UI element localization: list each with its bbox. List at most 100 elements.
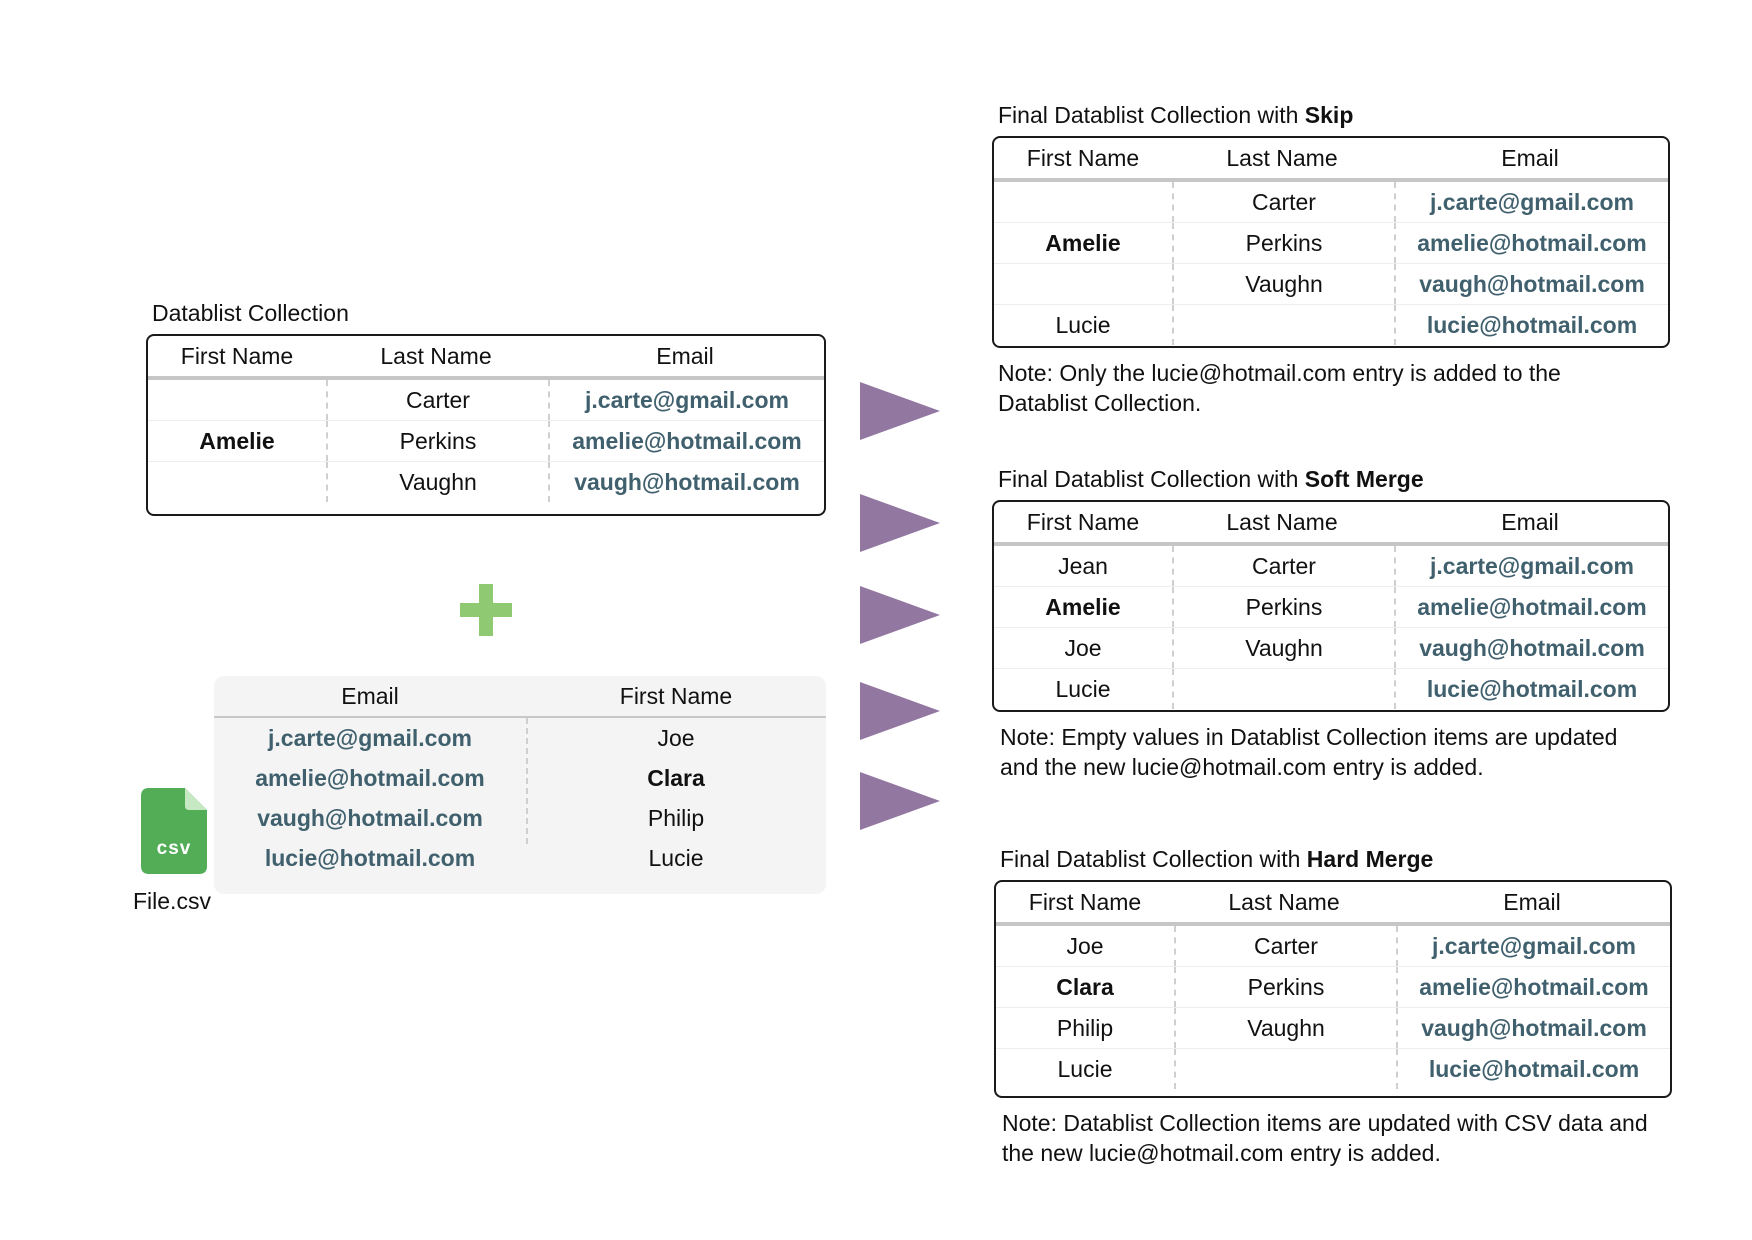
table-row: lucie@hotmail.com Lucie (214, 838, 826, 878)
arrow-icon (860, 494, 940, 552)
column-divider (526, 718, 528, 844)
header-first-name: First Name (1026, 144, 1140, 171)
cell-first-name: Clara (996, 967, 1176, 1007)
note-line: Datablist Collection. (998, 390, 1202, 416)
arrow-icon (860, 682, 940, 740)
header-last-name: Last Name (1226, 508, 1338, 535)
table-header: First Name Last Name Email (994, 502, 1668, 546)
cell-email: amelie@hotmail.com (1417, 593, 1647, 620)
cell-first-name: Joe (994, 628, 1174, 668)
cell-first-name: Amelie (148, 421, 328, 461)
cell-email: j.carte@gmail.com (585, 386, 789, 413)
header-email: Email (1501, 144, 1559, 171)
csv-icon-label: csv (156, 838, 192, 859)
cell-email: vaugh@hotmail.com (257, 804, 483, 831)
cell-last-name: Carter (1176, 926, 1398, 966)
table-row: vaugh@hotmail.com Philip (214, 798, 826, 838)
cell-last-name: Carter (328, 380, 550, 420)
cell-last-name (1174, 669, 1396, 709)
note-line: Note: Only the lucie@hotmail.com entry i… (998, 360, 1561, 386)
table-header: First Name Last Name Email (148, 336, 824, 380)
caption-prefix: Final Datablist Collection with (998, 102, 1305, 128)
note-line: the new lucie@hotmail.com entry is added… (1002, 1140, 1441, 1166)
cell-first-name: Lucie (648, 844, 704, 871)
cell-email: j.carte@gmail.com (1430, 188, 1634, 215)
table-header: First Name Last Name Email (996, 882, 1670, 926)
note-line: and the new lucie@hotmail.com entry is a… (1000, 754, 1484, 780)
cell-last-name: Perkins (1174, 587, 1396, 627)
cell-first-name: Amelie (994, 223, 1174, 263)
cell-last-name: Vaughn (328, 462, 550, 502)
cell-first-name (994, 182, 1174, 222)
cell-last-name (1174, 305, 1396, 345)
cell-email: lucie@hotmail.com (264, 844, 476, 871)
table-header: First Name Last Name Email (994, 138, 1668, 182)
table-row: Vaughn vaugh@hotmail.com (994, 263, 1668, 304)
hard-merge-note: Note: Datablist Collection items are upd… (1002, 1108, 1648, 1168)
cell-first-name (148, 380, 328, 420)
caption-prefix: Final Datablist Collection with (1000, 846, 1307, 872)
note-line: Note: Empty values in Datablist Collecti… (1000, 724, 1618, 750)
table-row: Joe Vaughn vaugh@hotmail.com (994, 627, 1668, 668)
cell-first-name (994, 264, 1174, 304)
cell-first-name: Amelie (994, 587, 1174, 627)
table-row: Vaughn vaugh@hotmail.com (148, 461, 824, 502)
caption-mode: Soft Merge (1304, 466, 1424, 492)
cell-email: lucie@hotmail.com (1428, 1055, 1640, 1082)
hard-merge-table: First Name Last Name Email Joe Carter j.… (994, 880, 1672, 1098)
cell-first-name: Philip (996, 1008, 1176, 1048)
header-email: Email (656, 342, 714, 369)
cell-last-name: Carter (1174, 546, 1396, 586)
skip-note: Note: Only the lucie@hotmail.com entry i… (998, 358, 1561, 418)
cell-first-name: Philip (647, 804, 705, 831)
cell-email: amelie@hotmail.com (1419, 973, 1649, 1000)
header-email: Email (1503, 888, 1561, 915)
cell-email: lucie@hotmail.com (1426, 675, 1638, 702)
cell-last-name: Vaughn (1176, 1008, 1398, 1048)
cell-email: j.carte@gmail.com (268, 724, 472, 751)
arrow-icon (860, 772, 940, 830)
cell-first-name: Clara (647, 764, 705, 791)
cell-email: vaugh@hotmail.com (574, 468, 800, 495)
cell-first-name (148, 462, 328, 502)
hard-merge-caption: Final Datablist Collection with Hard Mer… (1000, 846, 1433, 873)
header-first-name: First Name (180, 342, 294, 369)
arrow-icon (860, 586, 940, 644)
skip-caption: Final Datablist Collection with Skip (998, 102, 1353, 129)
soft-merge-note: Note: Empty values in Datablist Collecti… (1000, 722, 1617, 782)
header-first-name: First Name (619, 682, 733, 709)
cell-last-name: Carter (1174, 182, 1396, 222)
table-row: Jean Carter j.carte@gmail.com (994, 546, 1668, 586)
header-first-name: First Name (1028, 888, 1142, 915)
cell-email: amelie@hotmail.com (255, 764, 485, 791)
table-row: Amelie Perkins amelie@hotmail.com (994, 222, 1668, 263)
table-row: Lucie lucie@hotmail.com (996, 1048, 1670, 1089)
csv-table: Email First Name j.carte@gmail.com Joe a… (214, 676, 826, 894)
cell-first-name: Jean (994, 546, 1174, 586)
cell-email: vaugh@hotmail.com (1419, 270, 1645, 297)
cell-first-name: Joe (996, 926, 1176, 966)
cell-first-name: Lucie (994, 669, 1174, 709)
table-header: Email First Name (214, 676, 826, 718)
cell-first-name: Lucie (994, 305, 1174, 345)
soft-merge-caption: Final Datablist Collection with Soft Mer… (998, 466, 1424, 493)
header-last-name: Last Name (380, 342, 492, 369)
header-email: Email (1501, 508, 1559, 535)
note-line: Note: Datablist Collection items are upd… (1002, 1110, 1648, 1136)
table-row: Joe Carter j.carte@gmail.com (996, 926, 1670, 966)
cell-last-name: Vaughn (1174, 264, 1396, 304)
cell-last-name: Perkins (328, 421, 550, 461)
table-row: Carter j.carte@gmail.com (148, 380, 824, 420)
header-email: Email (341, 682, 399, 709)
soft-merge-table: First Name Last Name Email Jean Carter j… (992, 500, 1670, 712)
cell-email: j.carte@gmail.com (1430, 552, 1634, 579)
caption-prefix: Final Datablist Collection with (998, 466, 1305, 492)
cell-last-name (1176, 1049, 1398, 1089)
arrow-icon (860, 382, 940, 440)
cell-email: j.carte@gmail.com (1432, 932, 1636, 959)
cell-email: amelie@hotmail.com (572, 427, 802, 454)
header-last-name: Last Name (1226, 144, 1338, 171)
skip-table: First Name Last Name Email Carter j.cart… (992, 136, 1670, 348)
table-row: Amelie Perkins amelie@hotmail.com (994, 586, 1668, 627)
plus-icon (460, 584, 512, 636)
